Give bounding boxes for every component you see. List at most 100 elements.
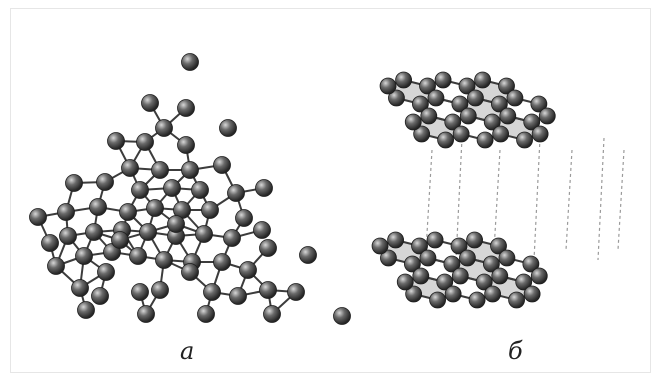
top-layer-atoms	[379, 71, 556, 149]
atom	[163, 179, 181, 197]
atom	[379, 77, 397, 95]
atom	[498, 249, 516, 267]
atom	[426, 231, 444, 249]
atom	[468, 291, 486, 309]
atom	[459, 107, 477, 125]
atom	[476, 131, 494, 149]
atom	[404, 113, 422, 131]
caption-b: б	[508, 337, 523, 365]
atom	[129, 247, 147, 265]
atom	[466, 231, 483, 249]
atom	[91, 287, 109, 305]
atom	[388, 89, 405, 107]
interlayer-link	[597, 137, 605, 261]
atom	[482, 255, 500, 273]
atom	[523, 113, 541, 131]
atom	[515, 273, 533, 291]
atom	[396, 273, 414, 291]
atom	[411, 237, 428, 255]
atom	[506, 89, 524, 107]
atom	[405, 285, 423, 303]
atom	[131, 181, 149, 199]
interlayer-link	[565, 149, 573, 251]
atom	[181, 263, 199, 281]
atom	[444, 285, 462, 303]
atom	[137, 305, 155, 323]
atom	[531, 125, 549, 143]
atom	[177, 99, 195, 117]
atom	[85, 223, 103, 241]
atom	[299, 246, 317, 264]
atom	[181, 161, 199, 179]
atom	[508, 291, 525, 309]
atom	[119, 203, 137, 221]
atom	[387, 231, 405, 249]
atom	[75, 247, 93, 265]
atom	[201, 201, 219, 219]
atom	[484, 285, 502, 303]
atom	[71, 279, 89, 297]
atom	[197, 305, 215, 323]
atom	[57, 203, 75, 221]
interlayer-link	[455, 137, 463, 261]
atom	[459, 249, 476, 267]
atom	[458, 77, 476, 95]
atom	[498, 77, 515, 95]
atom	[413, 125, 431, 143]
atom	[107, 132, 125, 150]
atom	[371, 237, 389, 255]
atom	[227, 184, 245, 202]
atom	[255, 179, 273, 197]
atom	[155, 119, 173, 137]
atom	[429, 291, 447, 309]
atom	[47, 257, 65, 275]
atom	[450, 237, 468, 255]
atom	[490, 237, 507, 255]
atom	[121, 159, 139, 177]
atom	[29, 208, 47, 226]
atom	[474, 71, 491, 89]
interlayer-link	[425, 149, 433, 251]
atom	[411, 95, 429, 113]
atom	[483, 113, 501, 131]
atom	[467, 89, 484, 107]
atom	[444, 113, 462, 131]
interlayer-link	[617, 149, 625, 251]
atom	[146, 199, 164, 217]
atom	[235, 209, 253, 227]
atom	[403, 255, 421, 273]
atom	[195, 225, 213, 243]
atom	[427, 89, 445, 107]
atom	[253, 221, 271, 239]
atom	[259, 239, 277, 257]
atom	[151, 281, 169, 299]
bottom-layer-atoms	[371, 231, 548, 309]
atom	[434, 71, 452, 89]
atom	[177, 136, 195, 154]
atom	[223, 229, 241, 247]
atom	[239, 261, 257, 279]
atom	[203, 283, 221, 301]
atom	[436, 273, 454, 291]
atom	[191, 181, 209, 199]
atom	[151, 161, 169, 179]
atom	[492, 125, 510, 143]
atom	[490, 95, 508, 113]
atom	[452, 125, 470, 143]
atom	[263, 305, 281, 323]
interlayer-link	[493, 149, 501, 251]
atom	[131, 283, 149, 301]
atom	[538, 107, 556, 125]
atom	[530, 267, 548, 285]
atom	[420, 107, 438, 125]
atom	[412, 267, 430, 285]
atom	[96, 173, 114, 191]
atom	[259, 281, 277, 299]
atom	[167, 215, 185, 233]
atom	[491, 267, 509, 285]
atom	[89, 198, 107, 216]
atom	[380, 249, 397, 267]
atom	[155, 251, 173, 269]
